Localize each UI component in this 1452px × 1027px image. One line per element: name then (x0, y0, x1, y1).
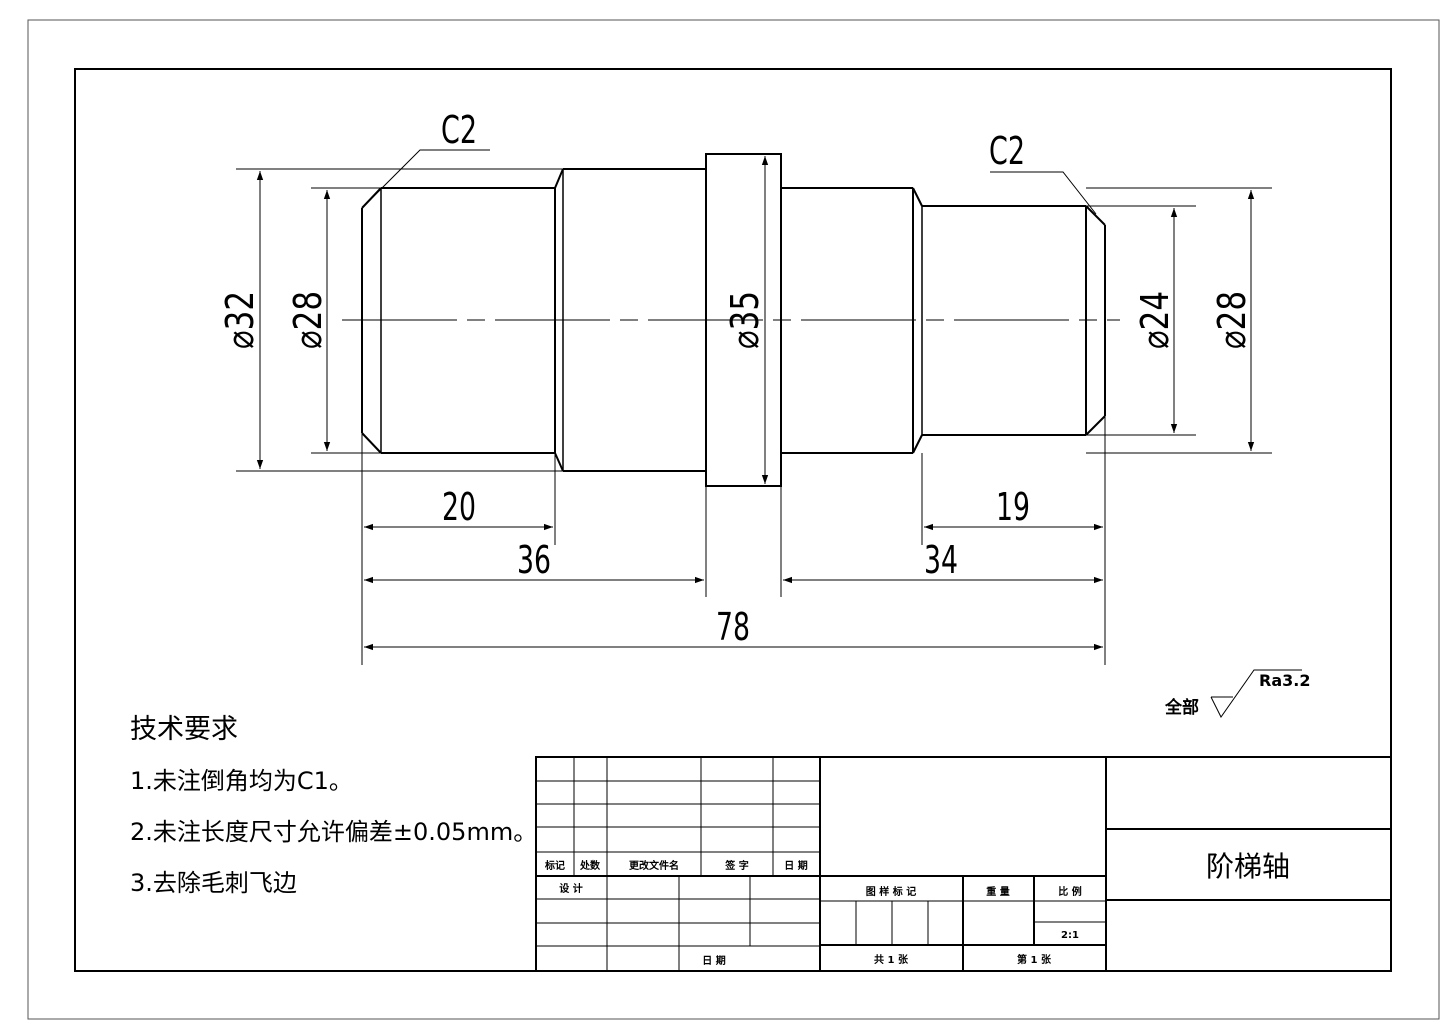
length-dimension-lines (364, 523, 1103, 651)
sheet-total: 共 1 张 (874, 953, 909, 966)
tech-req-item-3: 3.去除毛刺飞边 (130, 869, 297, 897)
scale-label: 比 例 (1058, 885, 1081, 898)
tech-req-item-1: 1.未注倒角均为C1。 (130, 767, 353, 795)
roughness-prefix: 全部 (1164, 697, 1199, 718)
chamfer-left-label: C2 (441, 108, 477, 152)
tech-req-item-2: 2.未注长度尺寸允许偏差±0.05mm。 (130, 818, 537, 846)
dim-d28-right: ⌀28 (1210, 291, 1254, 349)
design-label: 设 计 (559, 882, 582, 895)
dim-d24: ⌀24 (1133, 291, 1177, 349)
sheet-number: 第 1 张 (1017, 953, 1052, 966)
tech-req-title: 技术要求 (130, 714, 238, 745)
header-count: 处数 (579, 859, 601, 872)
dim-d35: ⌀35 (723, 291, 767, 349)
dim-len-34: 34 (924, 538, 958, 582)
dim-len-20: 20 (442, 485, 476, 529)
shaft-outline (361, 153, 1106, 487)
title-block: 标记 处数 更改文件名 签 字 日 期 设 计 日 期 图 样 标 记 重 量 … (535, 756, 1392, 972)
chamfer-leaders (371, 149, 1097, 215)
header-date: 日 期 (784, 859, 807, 872)
dim-len-19: 19 (996, 485, 1030, 529)
technical-requirements: 技术要求 1.未注倒角均为C1。 2.未注长度尺寸允许偏差±0.05mm。 3.… (130, 714, 537, 897)
extension-lines (236, 168, 1272, 665)
surface-roughness-symbol: 全部 Ra3.2 (1164, 669, 1310, 718)
dim-d28-left: ⌀28 (286, 291, 330, 349)
part-name: 阶梯轴 (1206, 850, 1290, 883)
date-label: 日 期 (702, 954, 725, 967)
pattern-mark-label: 图 样 标 记 (866, 885, 916, 898)
header-mark: 标记 (544, 859, 565, 872)
scale-value: 2:1 (1061, 930, 1079, 941)
dim-d32: ⌀32 (218, 291, 262, 349)
roughness-value: Ra3.2 (1259, 671, 1310, 690)
chamfer-right-label: C2 (989, 129, 1025, 173)
dim-len-78: 78 (716, 605, 750, 649)
diameter-dimension-lines (256, 156, 1255, 484)
weight-label: 重 量 (986, 885, 1009, 898)
header-sign: 签 字 (724, 859, 748, 872)
header-doc: 更改文件名 (629, 859, 679, 872)
dim-len-36: 36 (517, 538, 551, 582)
roughness-check-icon (1210, 669, 1302, 718)
outer-border (27, 19, 1440, 1020)
